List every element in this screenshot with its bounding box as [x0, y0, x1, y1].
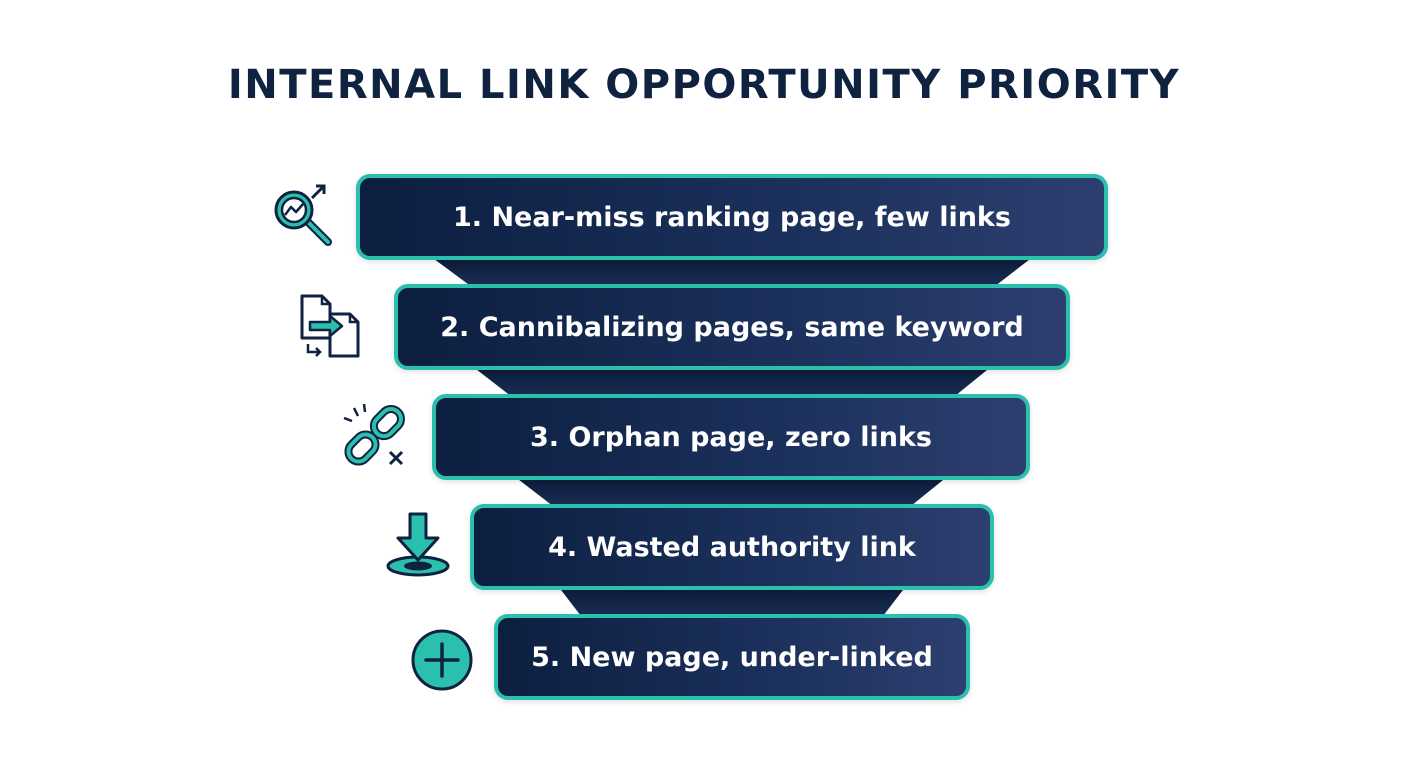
- down-arrow-target-icon: [384, 512, 452, 580]
- broken-link-icon: [340, 402, 408, 470]
- funnel-step-5: 5. New page, under-linked: [494, 614, 970, 700]
- step-5-label: 5. New page, under-linked: [531, 641, 933, 673]
- funnel-step-4: 4. Wasted authority link: [470, 504, 994, 590]
- funnel-step-1: 1. Near-miss ranking page, few links: [356, 174, 1108, 260]
- step-3-label: 3. Orphan page, zero links: [530, 421, 932, 453]
- duplicate-pages-icon: [296, 292, 364, 360]
- funnel-step-3: 3. Orphan page, zero links: [432, 394, 1030, 480]
- step-4-label: 4. Wasted authority link: [548, 531, 916, 563]
- plus-circle-icon: [408, 626, 476, 694]
- funnel-step-2: 2. Cannibalizing pages, same keyword: [394, 284, 1070, 370]
- diagram-title: INTERNAL LINK OPPORTUNITY PRIORITY: [227, 62, 1181, 108]
- step-1-label: 1. Near-miss ranking page, few links: [453, 201, 1011, 233]
- step-2-label: 2. Cannibalizing pages, same keyword: [440, 311, 1024, 343]
- magnifier-trend-icon: [268, 182, 336, 250]
